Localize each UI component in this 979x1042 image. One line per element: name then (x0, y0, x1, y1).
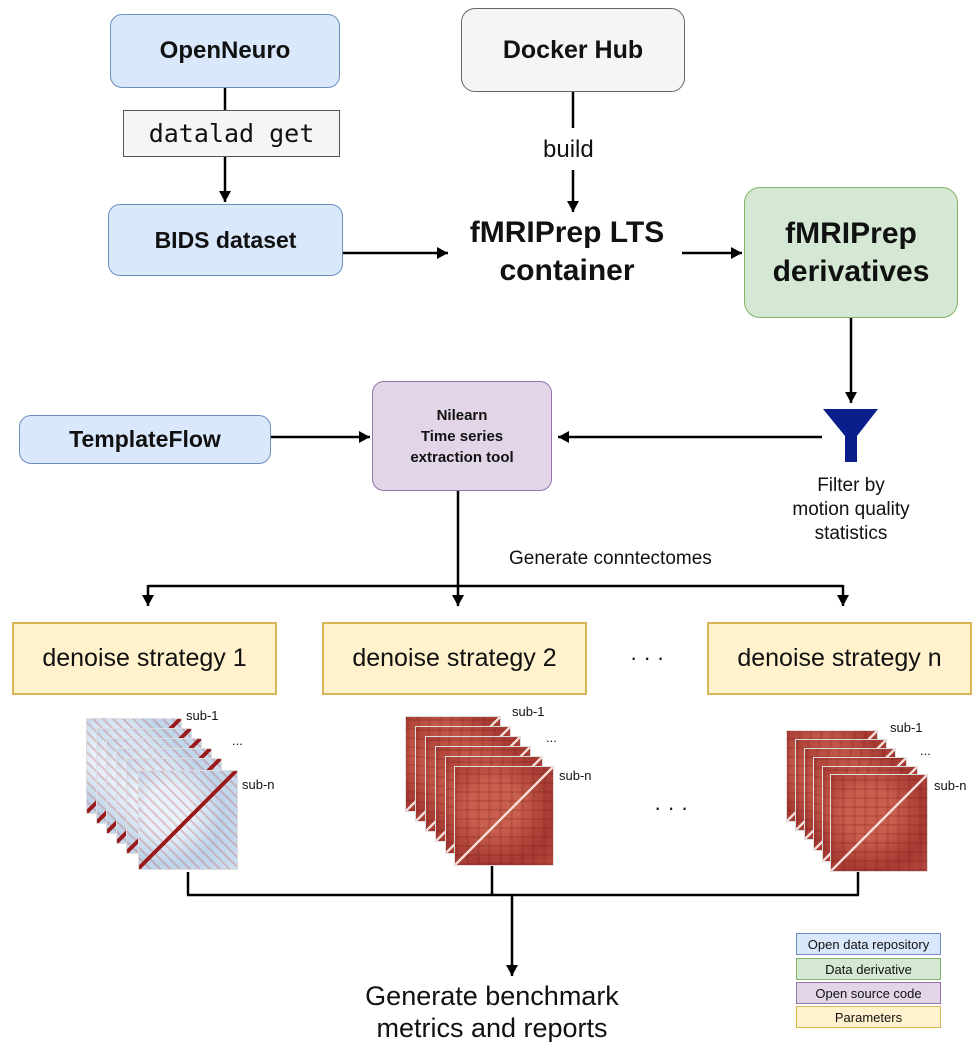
docker-hub-node: Docker Hub (461, 8, 685, 92)
connectivity-matrix (138, 770, 238, 870)
strategy-1-label: denoise strategy 1 (42, 644, 247, 672)
derivatives-line-1: fMRIPrep (785, 216, 917, 250)
matrix-n-dots: ... (920, 743, 931, 758)
legend-label: Data derivative (825, 961, 912, 977)
legend-data-derivative: Data derivative (796, 958, 941, 980)
filter-label: Filter by motion quality statistics (770, 474, 932, 546)
matrix-ellipsis: · · · (654, 795, 689, 820)
datalad-command: datalad get (123, 110, 340, 157)
derivatives-line-2: derivatives (772, 254, 930, 288)
legend-label: Open source code (815, 985, 922, 1001)
openneuro-node: OpenNeuro (110, 14, 340, 88)
legend-label: Parameters (834, 1009, 903, 1025)
benchmark-output: Generate benchmark metrics and reports (352, 980, 632, 1042)
fmriprep-derivatives-node: fMRIPrep derivatives (744, 187, 958, 318)
benchmark-line-2: metrics and reports (376, 1013, 608, 1042)
connectivity-matrix (454, 766, 554, 866)
bids-dataset-node: BIDS dataset (108, 204, 343, 276)
matrix-1-sub-last: sub-n (242, 777, 275, 792)
strategy-n-node: denoise strategy n (707, 622, 972, 695)
strategy-n-label: denoise strategy n (737, 644, 942, 672)
generate-connectomes-label: Generate conntectomes (509, 548, 712, 569)
nilearn-line-2: Time series (420, 427, 504, 445)
benchmark-line-1: Generate benchmark (365, 981, 619, 1011)
strategy-ellipsis: · · · (630, 645, 665, 670)
matrix-1-dots: ... (232, 733, 243, 748)
matrix-2-sub-first: sub-1 (512, 704, 545, 719)
fmriprep-lts-container: fMRIPrep LTS container (452, 214, 682, 290)
matrix-1-sub-first: sub-1 (186, 708, 219, 723)
nilearn-line-1: Nilearn (436, 406, 488, 424)
nilearn-line-3: extraction tool (410, 448, 514, 466)
filter-line-1: Filter by (817, 475, 885, 496)
datalad-label: datalad get (148, 119, 315, 148)
funnel-icon (823, 409, 878, 462)
build-label: build (543, 136, 594, 163)
matrix-n-sub-last: sub-n (934, 778, 967, 793)
strategy-2-label: denoise strategy 2 (352, 644, 557, 672)
connectivity-matrix (830, 774, 928, 872)
fmriprep-lts-line-1: fMRIPrep LTS (469, 216, 665, 249)
nilearn-node: Nilearn Time series extraction tool (372, 381, 552, 491)
docker-label: Docker Hub (502, 35, 644, 64)
templateflow-label: TemplateFlow (69, 426, 221, 452)
legend-open-data-repository: Open data repository (796, 933, 941, 955)
openneuro-label: OpenNeuro (159, 37, 291, 64)
legend-label: Open data repository (807, 936, 930, 952)
filter-line-2: motion quality (792, 499, 910, 520)
matrix-2-dots: ... (546, 730, 557, 745)
strategy-2-node: denoise strategy 2 (322, 622, 587, 695)
matrix-n-sub-first: sub-1 (890, 720, 923, 735)
legend-open-source-code: Open source code (796, 982, 941, 1004)
matrix-2-sub-last: sub-n (559, 768, 592, 783)
fmriprep-lts-line-2: container (499, 254, 635, 287)
templateflow-node: TemplateFlow (19, 415, 271, 464)
legend-parameters: Parameters (796, 1006, 941, 1028)
filter-line-3: statistics (814, 523, 888, 544)
bids-label: BIDS dataset (154, 226, 297, 253)
strategy-1-node: denoise strategy 1 (12, 622, 277, 695)
